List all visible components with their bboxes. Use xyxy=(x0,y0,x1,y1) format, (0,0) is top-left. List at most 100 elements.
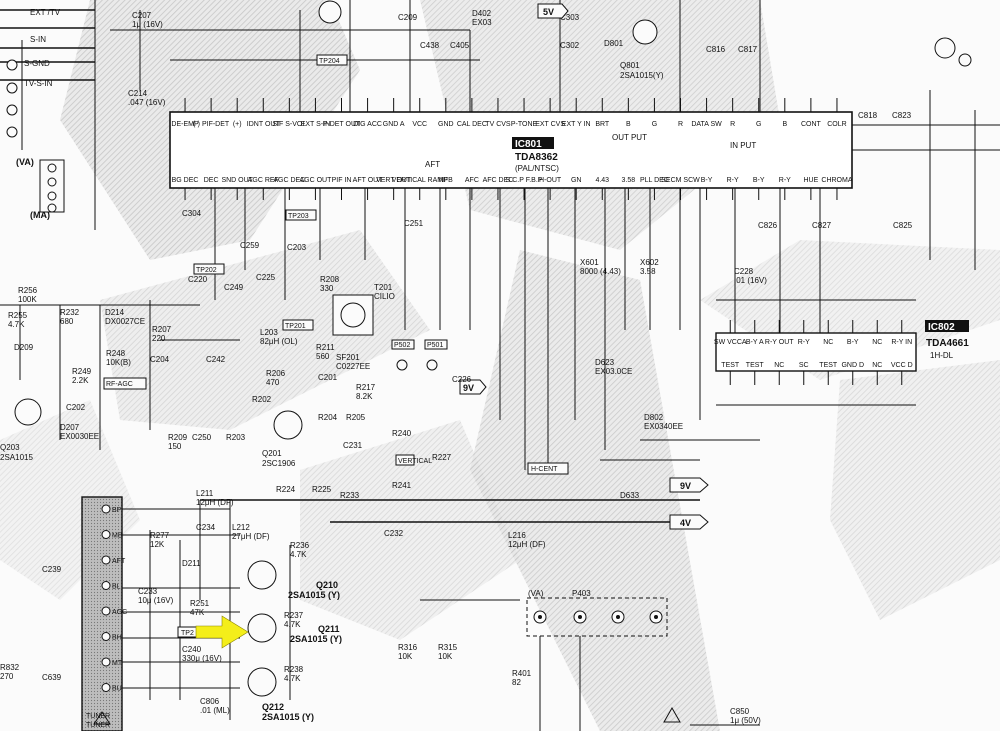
ic802-body xyxy=(715,332,917,372)
ic801-bottom-pin-label: DEC xyxy=(204,177,219,184)
ic801-bottom-pin-label: AGC OUT xyxy=(299,177,332,184)
d623-ref: D623 xyxy=(595,358,615,367)
transistor-q201 xyxy=(273,410,303,440)
transistor-q211 xyxy=(247,613,277,643)
r255-val: 4.7K xyxy=(8,320,25,329)
ic801-id-box xyxy=(512,137,554,149)
ic801-group-input: IN PUT xyxy=(730,141,756,150)
r203-ref: R203 xyxy=(226,433,246,442)
ic801-vertical-label: AFT xyxy=(425,160,440,169)
d402-ref: D402 xyxy=(472,9,492,18)
c438-ref: C303 xyxy=(560,13,580,22)
aft-tag xyxy=(395,454,415,466)
top-component-row: Q801 2SA1015(Y) TP204 C207 1μ (16V) C214… xyxy=(110,0,972,112)
ic801-top-pin-label: DIG ACC xyxy=(353,121,382,128)
c240-ref: C806 xyxy=(200,697,220,706)
r233-ref: R233 xyxy=(340,491,360,500)
r254-val: 270 xyxy=(0,672,14,681)
tp202-label: TP202 xyxy=(196,267,217,274)
ic801-bottom-pin-label: H-OUT xyxy=(539,177,562,184)
ic801-bottom-pin-label: S.C.P F.B.P xyxy=(506,177,543,184)
d623-part: EX03.0CE xyxy=(595,367,632,376)
r316-ref: R316 xyxy=(398,643,418,652)
tuner-pin-terminal xyxy=(101,632,111,641)
p501-label: P501 xyxy=(427,342,443,349)
r248-val: 10K(B) xyxy=(106,358,131,367)
l212-val: 27μH (DF) xyxy=(232,532,270,541)
ic801-bottom-pin-label: AFC DEC xyxy=(483,177,514,184)
ic802-top-pin-label: R-Y xyxy=(798,339,810,346)
c232-val: 10μ (16V) xyxy=(138,596,174,605)
c405-ref: C302 xyxy=(560,41,580,50)
d207-part: EX0030EE xyxy=(60,432,99,441)
l203-ref: L203 xyxy=(260,328,278,337)
d633-ref: D633 xyxy=(620,491,640,500)
h-cent-box xyxy=(527,462,569,475)
q210-part: 2SA1015 (Y) xyxy=(288,590,340,600)
ic802-top-pin-label: SW VCCA xyxy=(714,339,747,346)
c203-ref: C242 xyxy=(206,355,226,364)
jack-s-gnd xyxy=(6,59,18,71)
c207-val: 1μ (16V) xyxy=(132,20,163,29)
ic801-bottom-pin-label: CHROMA xyxy=(821,177,852,184)
ic802-bottom-pin-label: NC xyxy=(774,362,784,369)
ic802-top-pin-label: B-Y xyxy=(847,339,859,346)
ic801-bottom-pin-label: AFC xyxy=(465,177,479,184)
r204-ref: R204 xyxy=(318,413,338,422)
ic801-top-pin-label: R xyxy=(730,121,735,128)
tuner-pin-terminal xyxy=(101,657,111,667)
l216-ref: L216 xyxy=(508,531,526,540)
rail-4v-label: 4V xyxy=(680,518,691,528)
d214-ref: D214 xyxy=(105,308,125,317)
r249-val: 2.2K xyxy=(72,376,89,385)
c220-ref: C225 xyxy=(256,273,276,282)
r255-ref: R255 xyxy=(8,311,28,320)
ic802-top-pin-label: R-Y OUT xyxy=(765,339,794,346)
ic801-top-pin-label: P-DET OUT xyxy=(323,121,361,128)
tuner-pin-label: MB xyxy=(112,533,123,540)
r208-val: 330 xyxy=(320,284,334,293)
r277-val: 12K xyxy=(150,540,165,549)
c812-ref: C816 xyxy=(706,45,726,54)
jack-tv-s-in xyxy=(6,82,18,94)
l203-val: 82μH (OL) xyxy=(260,337,298,346)
ic801-bottom-pin-label: VERT OUT xyxy=(376,177,412,184)
d207-ref: D207 xyxy=(60,423,80,432)
r232-ref: R232 xyxy=(60,308,80,317)
ic801-bottom-pin-label: PLL DEC xyxy=(640,177,669,184)
r237-val: 4.7K xyxy=(284,620,301,629)
ic802-bottom-pin-label: VCC D xyxy=(891,362,913,369)
c813-ref: C817 xyxy=(738,45,758,54)
x601-ref: X601 xyxy=(580,258,599,267)
ic801-top-pin-label: P-TONE xyxy=(511,121,538,128)
r256-ref: R256 xyxy=(18,286,38,295)
ic801-bottom-pin-label: AFT OUT xyxy=(353,177,384,184)
jack-3 xyxy=(6,104,18,116)
c818-ref: C827 xyxy=(812,221,832,230)
transistor-q210 xyxy=(247,560,277,590)
ic801-top-pin-label: TV CVS xyxy=(485,121,511,128)
r206-val: 470 xyxy=(266,378,280,387)
tuner-pin-terminal xyxy=(101,530,111,539)
tuner-sublabel: TUNER xyxy=(86,722,110,729)
q210-ref: Q210 xyxy=(316,580,338,590)
ic801-top-pin-label: EXT Y IN xyxy=(562,121,591,128)
ic802-top-pin-label: B-Y A xyxy=(746,339,764,346)
tp204-label: TP204 xyxy=(319,58,340,65)
r202-ref: R202 xyxy=(252,395,272,404)
ic801-bottom-pin-label: R-Y xyxy=(727,177,739,184)
ic801-id: IC801 xyxy=(515,139,542,150)
ic801-bottom-pin-label: BG DEC xyxy=(172,177,199,184)
ic802-bottom-pin-label: NC xyxy=(872,362,882,369)
label-ma: (MA) xyxy=(30,210,50,220)
ic801-top-pin-label: COLR xyxy=(827,121,846,128)
ic801-top-pin-label: B xyxy=(626,121,631,128)
ic801-note: (PAL/NTSC) xyxy=(515,164,559,173)
ic802-id-box xyxy=(925,320,969,332)
d209-ref: D209 xyxy=(14,343,34,352)
h-cent-label: H-CENT xyxy=(531,466,558,473)
